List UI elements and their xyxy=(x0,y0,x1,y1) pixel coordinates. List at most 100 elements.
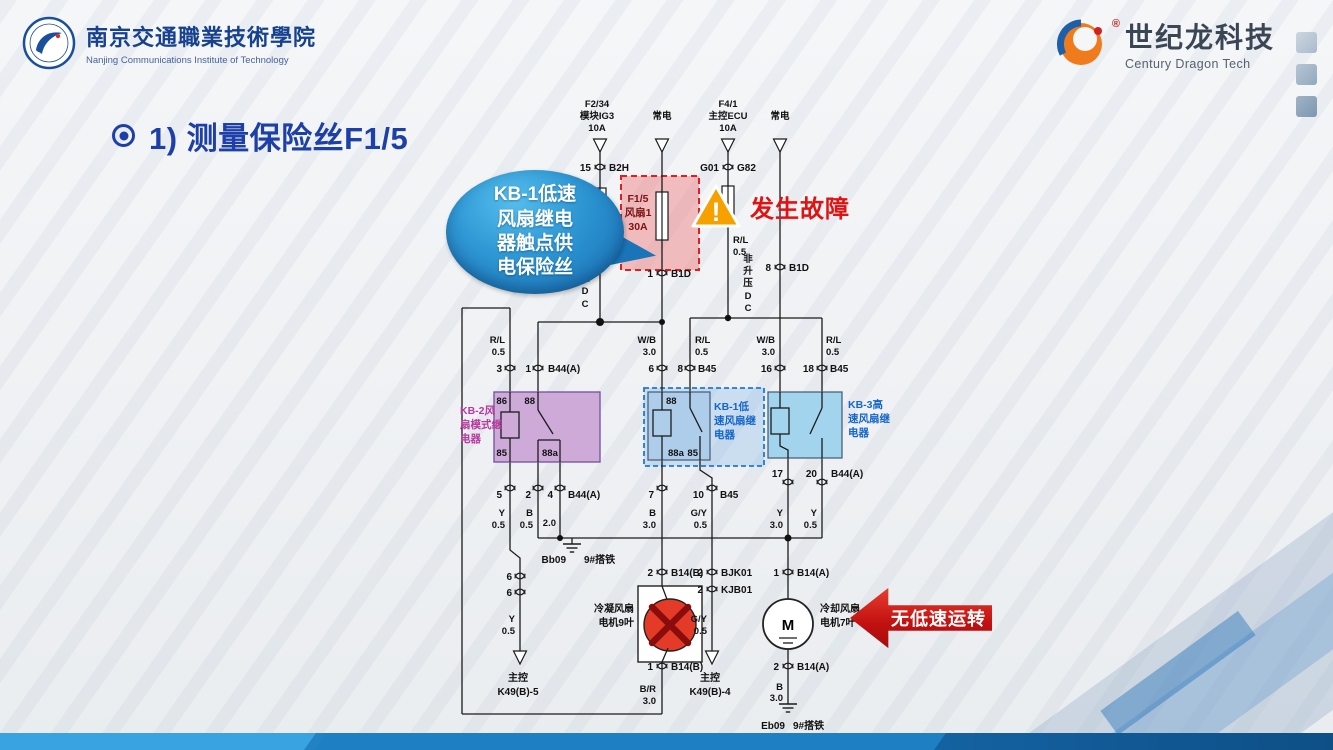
wire-wb-pin16-n: W/B xyxy=(757,335,776,346)
pin-20: 20 xyxy=(806,469,818,480)
ground1-label: 9#搭铁 xyxy=(584,553,615,566)
ecu5-label-2: K49(B)-5 xyxy=(497,687,539,698)
kb1-t85: 85 xyxy=(687,448,698,459)
wire-lines xyxy=(461,151,823,715)
deco-squares xyxy=(1296,32,1317,117)
wire-b-motor-g: 3.0 xyxy=(770,693,783,704)
wire-y-low-g: 0.5 xyxy=(502,626,516,637)
pin-6b: 6 xyxy=(506,588,512,599)
fan-conn-top: B14(A) xyxy=(797,568,829,579)
label-f234-2: 模块IG3 xyxy=(580,110,614,122)
conn-b44a-top: B44(A) xyxy=(548,364,580,375)
kjb01-label: KJB01 xyxy=(721,585,753,596)
pin-7: 7 xyxy=(648,490,654,501)
kb2-t88: 88 xyxy=(524,396,535,407)
pin-4: 4 xyxy=(547,490,553,501)
fan-pin-top: 1 xyxy=(773,568,779,579)
vpath-left-4: C xyxy=(582,299,589,310)
pin-6: 6 xyxy=(648,364,654,375)
wire-rl-pin8-g: 0.5 xyxy=(695,347,709,358)
result-label: 无低速运转 xyxy=(891,609,986,629)
school-logo-icon xyxy=(22,16,76,70)
wire-wb-pin16-g: 3.0 xyxy=(762,347,775,358)
label-f15-1: F1/5 xyxy=(627,193,648,205)
school-name-en: Nanjing Communications Institute of Tech… xyxy=(86,55,289,66)
deco-square-2 xyxy=(1296,64,1317,85)
wire-b-pin7-g: 3.0 xyxy=(643,520,656,531)
vpath-right-2: 升 xyxy=(743,265,753,277)
kb2-t88a: 88a xyxy=(542,448,559,459)
pin-17: 17 xyxy=(772,469,784,480)
pin-6a: 6 xyxy=(506,572,512,583)
kb1-t88: 88 xyxy=(666,396,677,407)
wire-rl-ecu-n: R/L xyxy=(733,235,749,246)
conn-b45-top2: B45 xyxy=(830,364,849,375)
pin-3: 3 xyxy=(496,364,502,375)
cooling-fan-motor xyxy=(762,598,814,650)
wire-y-pin5-g: 0.5 xyxy=(492,520,506,531)
wire-gy-pin10-n: G/Y xyxy=(691,508,708,519)
ecu4-label-1: 主控 xyxy=(700,671,720,684)
label-b2h: B2H xyxy=(609,163,629,174)
label-hot1: 常电 xyxy=(652,110,672,122)
kb3-name-2: 速风扇继 xyxy=(848,412,890,425)
vpath-right-1: 非 xyxy=(743,253,753,265)
warning-mark: ! xyxy=(712,197,721,227)
ground2-label: 9#搭铁 xyxy=(793,719,824,732)
registered-mark: ® xyxy=(1111,18,1120,30)
relay-kb2 xyxy=(493,391,601,463)
wire-y-pin20-g: 0.5 xyxy=(804,520,818,531)
wire-y-low-n: Y xyxy=(509,614,516,625)
wire-y-pin17-n: Y xyxy=(777,508,784,519)
deco-square-1 xyxy=(1296,32,1317,53)
wire-y-pin20-n: Y xyxy=(811,508,818,519)
deco-square-3 xyxy=(1296,96,1317,117)
wire-wb-pin6-n: W/B xyxy=(638,335,657,346)
fan-label-2: 电机7叶 xyxy=(820,616,856,629)
ground2-name: Eb09 xyxy=(761,721,785,732)
conn-b45-top1: B45 xyxy=(698,364,717,375)
label-hot2: 常电 xyxy=(770,110,790,122)
bottom-bar xyxy=(0,733,1333,750)
wire-rl-ecu-g: 0.5 xyxy=(733,247,747,258)
pin-8: 8 xyxy=(677,364,683,375)
kb2-name-1: KB-2风 xyxy=(460,405,496,417)
condenser-pin-bot: 1 xyxy=(647,662,653,673)
fan-conn-bot: B14(A) xyxy=(797,662,829,673)
company-logo-block: ® 世纪龙科技 Century Dragon Tech xyxy=(1055,18,1275,71)
ecu5-label-1: 主控 xyxy=(508,671,528,684)
condenser-label-1: 冷凝风扇 xyxy=(594,602,634,615)
diagram-labels: F2/34 模块IG3 10A 常电 F4/1 主控ECU 10A 常电 15 … xyxy=(460,99,890,732)
wire-y-pin5-n: Y xyxy=(499,508,506,519)
wire-rl-pin8-n: R/L xyxy=(695,335,711,346)
page-title: 1) 测量保险丝F1/5 xyxy=(149,121,409,156)
wire-b-pin2-n: B xyxy=(526,508,533,519)
warning-icon: ! xyxy=(691,184,741,228)
school-logo-block: 南京交通職業技術學院 Nanjing Communications Instit… xyxy=(22,16,316,70)
wire-b-pin7-n: B xyxy=(649,508,656,519)
title-row: 1) 测量保险丝F1/5 xyxy=(112,113,408,158)
bjk01-label: BJK01 xyxy=(721,568,753,579)
wire-gy-low-g: 0.5 xyxy=(694,626,708,637)
kb3-name-1: KB-3高 xyxy=(848,398,884,411)
kb1-name-1: KB-1低 xyxy=(714,400,750,413)
label-f41-2: 主控ECU xyxy=(708,110,747,122)
wire-br-g: 3.0 xyxy=(643,696,656,707)
wire-gy-pin10-g: 0.5 xyxy=(694,520,708,531)
kb2-name-2: 扇模式继 xyxy=(460,418,502,431)
relay-kb1 xyxy=(647,391,711,461)
junction-dots xyxy=(557,314,792,542)
pin-2: 2 xyxy=(525,490,531,501)
vpath-right-4: D xyxy=(745,291,752,302)
kb1-name-3: 电器 xyxy=(714,428,735,441)
label-f234-3: 10A xyxy=(588,123,606,134)
kb1-name-2: 速风扇继 xyxy=(714,414,756,427)
callout-line-3: 器触点供 xyxy=(496,233,573,254)
fuse-f15-symbol xyxy=(655,191,669,241)
condenser-conn-top: B14(B) xyxy=(671,568,703,579)
vpath-left-3: D xyxy=(582,286,589,297)
callout-line-2: 风扇继电 xyxy=(496,208,573,230)
kjb-pin-2: 2 xyxy=(697,585,703,596)
label-b1d8: B1D xyxy=(789,263,809,274)
fan-label-1: 冷却风扇 xyxy=(820,602,860,615)
